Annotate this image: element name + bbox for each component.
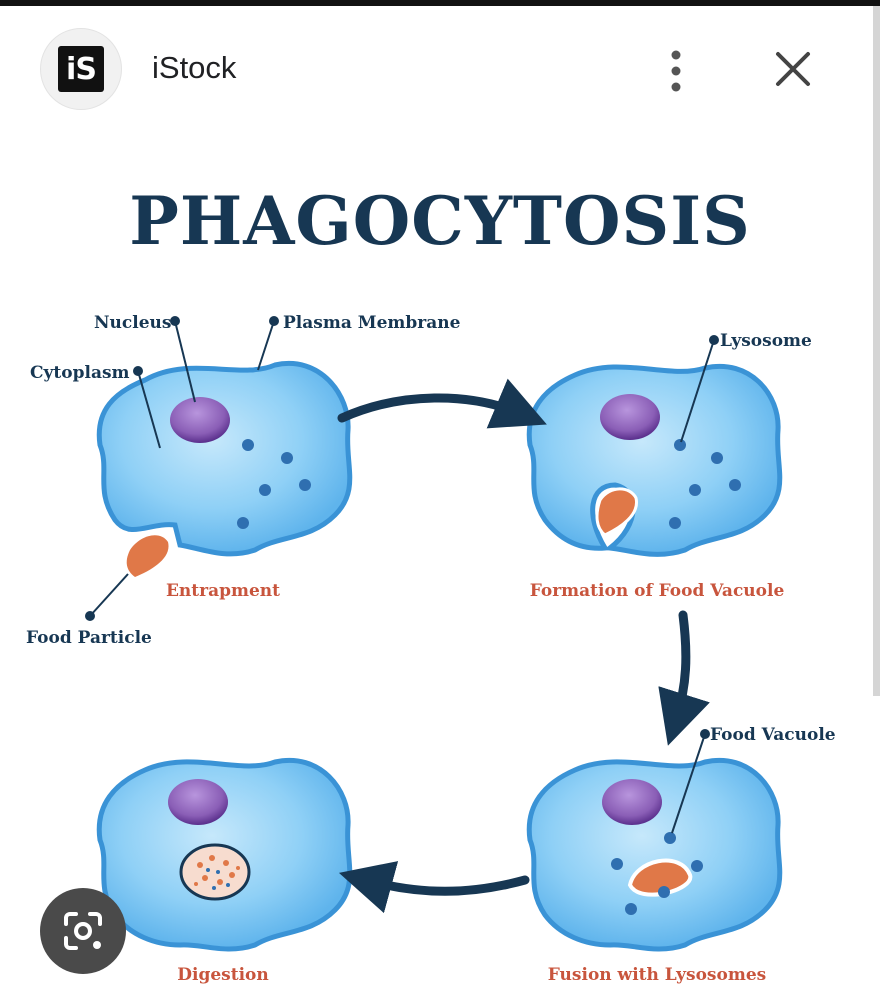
close-button[interactable] bbox=[770, 46, 816, 92]
food-vacuole bbox=[627, 858, 693, 897]
fused-lysosomes bbox=[611, 832, 703, 915]
lens-icon bbox=[64, 912, 102, 950]
arrow-1-to-2 bbox=[337, 378, 547, 429]
enzyme-dots bbox=[206, 868, 230, 890]
stage-entrapment: Entrapment bbox=[166, 581, 280, 601]
cell-membrane bbox=[96, 361, 353, 557]
lysosomes-2 bbox=[669, 439, 741, 529]
lens-button[interactable] bbox=[40, 888, 126, 974]
illustration-title: PHAGOCYTOSIS bbox=[129, 182, 751, 260]
stage-fusion: Fusion with Lysosomes bbox=[548, 965, 766, 985]
cell-membrane-3 bbox=[526, 757, 783, 952]
nucleus bbox=[170, 397, 230, 443]
label-lysosome: Lysosome bbox=[720, 331, 812, 351]
food-particle bbox=[126, 535, 169, 577]
part-labels: Nucleus Plasma Membrane Cytoplasm Lysoso… bbox=[26, 313, 836, 745]
istock-logo-icon: iS bbox=[58, 46, 104, 92]
label-cytoplasm: Cytoplasm bbox=[30, 363, 130, 383]
cell-formation bbox=[526, 363, 783, 557]
nucleus-2 bbox=[600, 394, 660, 440]
scrollbar[interactable] bbox=[873, 6, 880, 696]
viewer-header: iS iStock bbox=[0, 6, 880, 126]
label-nucleus: Nucleus bbox=[94, 313, 171, 333]
arrow-3-to-4 bbox=[338, 861, 530, 914]
cell-fusion bbox=[526, 757, 783, 952]
food-vacuole-forming bbox=[595, 487, 638, 537]
stage-labels: Entrapment Formation of Food Vacuole Fus… bbox=[166, 581, 784, 985]
label-food-particle: Food Particle bbox=[26, 628, 152, 648]
nucleus-4 bbox=[168, 779, 228, 825]
nucleus-3 bbox=[602, 779, 662, 825]
arrow-2-to-3 bbox=[658, 610, 710, 746]
process-arrows bbox=[337, 378, 710, 914]
close-icon bbox=[776, 52, 810, 86]
digested-particles bbox=[194, 855, 240, 886]
source-name[interactable]: iStock bbox=[152, 50, 237, 85]
stage-formation: Formation of Food Vacuole bbox=[530, 581, 785, 601]
cell-membrane-2 bbox=[526, 363, 783, 557]
more-vert-icon bbox=[671, 50, 681, 92]
lysosomes bbox=[237, 439, 311, 529]
cell-digestion bbox=[96, 757, 353, 952]
status-bar-strip bbox=[0, 0, 880, 6]
label-food-vacuole: Food Vacuole bbox=[710, 725, 836, 745]
stage-digestion: Digestion bbox=[177, 965, 268, 985]
leader-lines bbox=[85, 316, 719, 834]
source-logo[interactable]: iS bbox=[40, 28, 122, 110]
phagocytosis-diagram: Nucleus Plasma Membrane Cytoplasm Lysoso… bbox=[26, 313, 836, 985]
label-plasma-membrane: Plasma Membrane bbox=[283, 313, 461, 333]
digestive-vacuole bbox=[179, 843, 251, 901]
phagocytosis-image: PHAGOCYTOSIS bbox=[0, 130, 880, 1000]
cell-entrapment bbox=[96, 361, 353, 577]
more-options-button[interactable] bbox=[660, 46, 692, 96]
